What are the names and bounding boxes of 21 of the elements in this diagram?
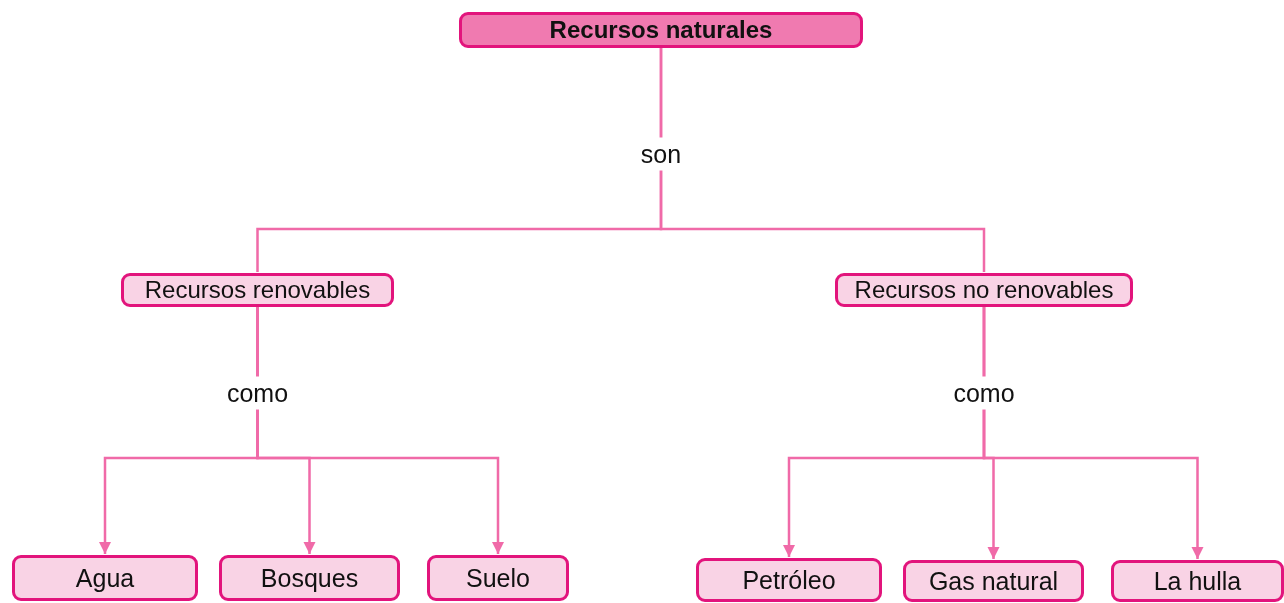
concept-box: [12, 555, 198, 601]
concept-text: Suelo: [466, 563, 530, 593]
concept-text: Agua: [75, 563, 135, 593]
concept-box: [219, 555, 400, 601]
concept-box: [903, 560, 1084, 602]
concept-text: Gas natural: [928, 566, 1059, 596]
arrow: [256, 307, 505, 554]
concept-text: La hulla: [1153, 566, 1242, 596]
concept-text: Bosques: [260, 563, 359, 593]
concept-box: [1111, 560, 1284, 602]
title-box: [459, 12, 863, 48]
concept-box: [121, 273, 394, 307]
concept-box: [427, 555, 569, 601]
concept-box: [835, 273, 1133, 307]
concept-text: Petróleo: [742, 565, 836, 595]
connector-line: [659, 48, 986, 272]
concept-box: [696, 558, 882, 602]
concept-text: Recursos no renovables: [854, 276, 1114, 304]
arrow: [982, 307, 1204, 559]
concept-text: Recursos renovables: [144, 276, 371, 304]
concept-text: Recursos naturales: [549, 16, 773, 44]
